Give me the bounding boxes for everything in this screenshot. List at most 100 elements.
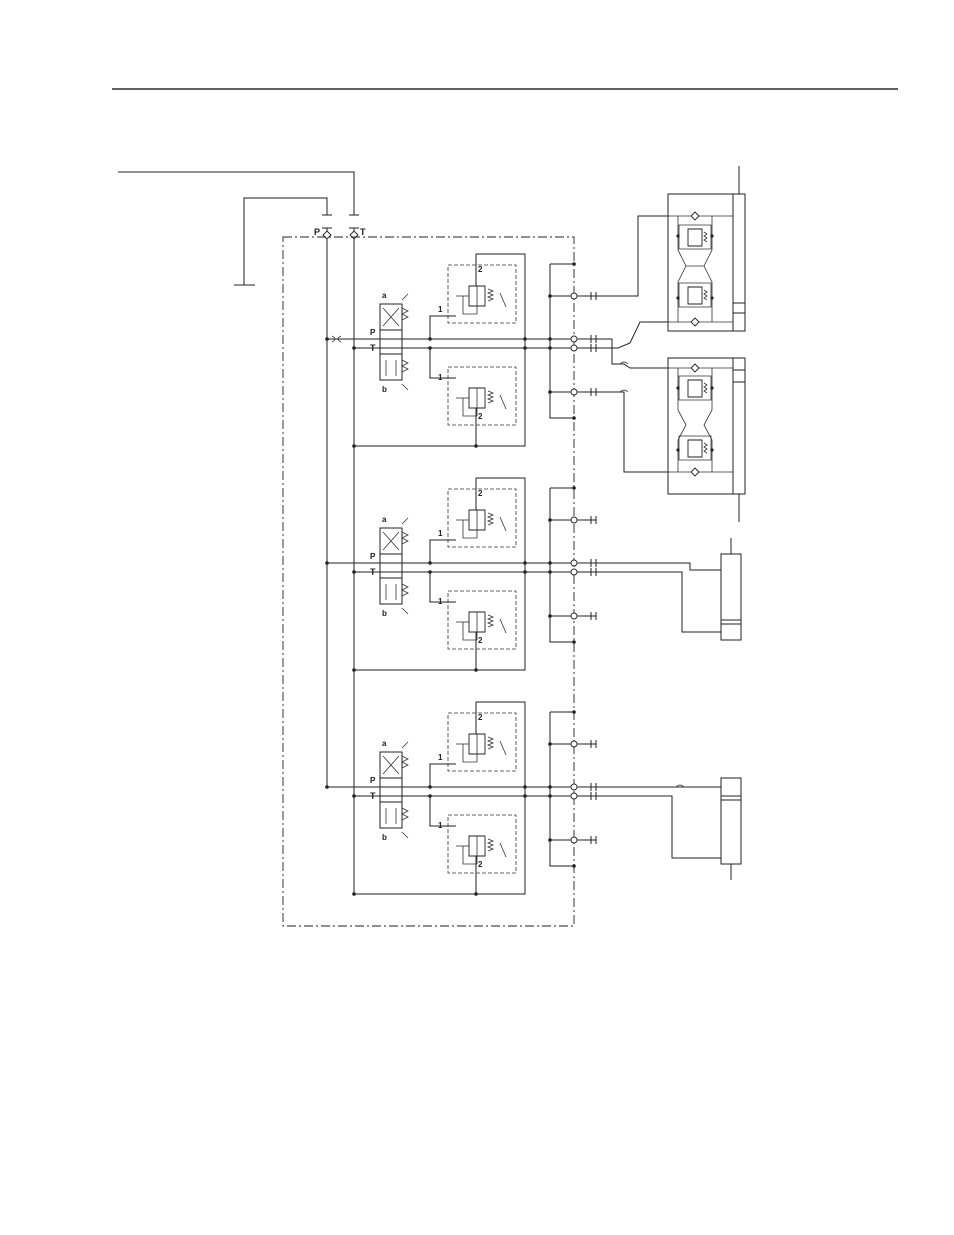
junction-dot [523, 337, 527, 341]
junction-dot [352, 570, 356, 574]
junction-dot [352, 444, 356, 448]
outlet-port [571, 345, 577, 351]
relief-valve-upper: 12 [438, 713, 516, 771]
relief-valve-lower-port-2: 2 [478, 636, 483, 645]
relief-branch-lower [430, 572, 456, 602]
spool-envelope-b [380, 354, 402, 380]
junction-dot [474, 444, 478, 448]
relief-valve-upper-adjust [500, 741, 506, 755]
junction-dot [548, 794, 552, 798]
relief-valve-upper: 12 [438, 489, 516, 547]
junction-dot [572, 640, 576, 644]
spool-actuator-a [402, 742, 408, 748]
junction-dot [548, 294, 552, 298]
spool-spring-a [402, 532, 408, 544]
spool-envelope-center [380, 554, 402, 578]
spool-actuator-b [402, 832, 408, 838]
spool-actuator-b [402, 608, 408, 614]
junction-dot [428, 337, 432, 341]
relief-branch-upper [430, 764, 456, 787]
relief-valve-upper-spring [488, 737, 493, 749]
middle-cylinder [721, 538, 741, 640]
junction-dot [572, 486, 576, 490]
relief-valve-lower-port-1: 1 [438, 373, 443, 382]
lower-counterbalance-cylinder [668, 358, 745, 522]
outlet-port [571, 793, 577, 799]
directional-spool-valve: a b PT [370, 291, 408, 394]
valve-section-3: 1212abPT [325, 702, 596, 896]
port-p-label: P [314, 227, 320, 237]
junction-dot [548, 561, 552, 565]
spool-port-b: b [382, 833, 387, 842]
port-t-label: T [360, 227, 366, 237]
outlet-port [571, 517, 577, 523]
junction-dot [548, 337, 552, 341]
spool-envelope-center [380, 330, 402, 354]
junction-dot [548, 570, 552, 574]
spool-port-b: b [382, 609, 387, 618]
relief-valve-lower-port-1: 1 [438, 821, 443, 830]
spool-spring-b [402, 584, 408, 596]
relief-valve-lower-port-2: 2 [478, 412, 483, 421]
spool-port-a: a [382, 291, 387, 300]
spool-port-p: P [370, 776, 376, 785]
spool-port-t: T [370, 343, 376, 353]
spool-actuator-a [402, 518, 408, 524]
outlet-port [571, 837, 577, 843]
lower-cylinder [721, 778, 741, 880]
relief-valve-lower-adjust [500, 395, 506, 409]
relief-valve-upper-port-1: 1 [438, 753, 443, 762]
junction-dot [428, 561, 432, 565]
spool-spring-b [402, 360, 408, 372]
relief-valve-lower-port-2: 2 [478, 860, 483, 869]
junction-dot [428, 785, 432, 789]
relief-branch-lower [430, 796, 456, 826]
junction-dot [572, 416, 576, 420]
pressure-junction-dot [325, 337, 329, 341]
spool-envelope-center [380, 778, 402, 802]
outlet-port [571, 784, 577, 790]
relief-valve-upper-spring [488, 289, 493, 301]
relief-valve-lower-spring [488, 615, 493, 627]
junction-dot [548, 742, 552, 746]
pressure-junction-dot [325, 561, 329, 565]
spool-port-a: a [382, 739, 387, 748]
spool-spring-b [402, 808, 408, 820]
junction-dot [548, 518, 552, 522]
outlet-port [571, 560, 577, 566]
spool-port-p: P [370, 552, 376, 561]
junction-dot [352, 794, 356, 798]
spool-port-t: T [370, 567, 376, 577]
relief-valve-lower: 12 [438, 815, 516, 873]
valve-section-2: 1212abPT [325, 478, 596, 672]
outlet-port [571, 293, 577, 299]
relief-valve-lower-spring [488, 839, 493, 851]
junction-dot [352, 668, 356, 672]
spool-actuator-b [402, 384, 408, 390]
junction-dot [548, 785, 552, 789]
outlet-port [571, 336, 577, 342]
junction-dot [548, 346, 552, 350]
relief-branch-lower [430, 348, 456, 378]
gauge-tap-line [550, 264, 574, 418]
relief-branch-upper [430, 316, 456, 339]
junction-dot [523, 794, 527, 798]
junction-dot [474, 892, 478, 896]
junction-dot [572, 262, 576, 266]
spool-port-p: P [370, 328, 376, 337]
relief-valve-upper-adjust [500, 517, 506, 531]
junction-dot [352, 892, 356, 896]
spool-port-b: b [382, 385, 387, 394]
junction-dot [572, 710, 576, 714]
outlet-port [571, 569, 577, 575]
relief-valve-upper-adjust [500, 293, 506, 307]
relief-valve-upper-port-2: 2 [478, 265, 483, 274]
outlet-port [571, 741, 577, 747]
relief-valve-upper-port-2: 2 [478, 713, 483, 722]
